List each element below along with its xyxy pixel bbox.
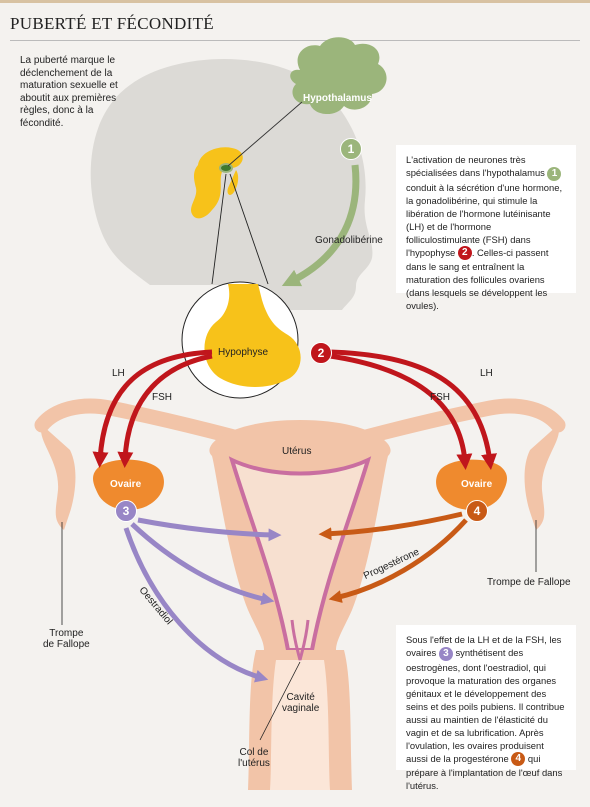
box2-badge-4: 4 bbox=[511, 752, 525, 766]
label-fsh-right: FSH bbox=[430, 392, 450, 403]
label-trompe-right: Trompe de Fallope bbox=[487, 577, 571, 588]
intro-text: La puberté marque le déclenchement de la… bbox=[20, 55, 130, 130]
fimbriae-left bbox=[41, 425, 75, 530]
fimbriae-right bbox=[525, 425, 559, 530]
label-hypophyse: Hypophyse bbox=[218, 347, 268, 358]
box1-badge-1: 1 bbox=[547, 167, 561, 181]
vaginal-cavity bbox=[270, 660, 330, 790]
info-box-ovaries: Sous l'effet de la LH et de la FSH, les … bbox=[396, 625, 576, 770]
number-badge-1: 1 bbox=[340, 138, 362, 160]
number-badge-4: 4 bbox=[466, 500, 488, 522]
label-cavite-line2: vaginale bbox=[282, 703, 319, 714]
box1-text-part1: L'activation de neurones très spécialisé… bbox=[406, 154, 545, 178]
number-badge-3: 3 bbox=[115, 500, 137, 522]
label-hypothalamus: Hypothalamus bbox=[303, 93, 372, 104]
label-trompe-left-line1: Trompe bbox=[43, 628, 90, 639]
label-lh-right: LH bbox=[480, 368, 493, 379]
label-cavite: Cavité vaginale bbox=[282, 692, 319, 714]
label-uterus: Utérus bbox=[282, 446, 311, 457]
label-trompe-left-line2: de Fallope bbox=[43, 639, 90, 650]
box2-badge-3: 3 bbox=[439, 647, 453, 661]
box2-text-part2: synthétisent des oestrogènes, dont l'oes… bbox=[406, 647, 564, 764]
info-box-hypothalamus: L'activation de neurones très spécialisé… bbox=[396, 145, 576, 293]
label-ovaire-left: Ovaire bbox=[110, 479, 141, 490]
label-fsh-left: FSH bbox=[152, 392, 172, 403]
label-trompe-left: Trompe de Fallope bbox=[43, 628, 90, 650]
label-col-line1: Col de bbox=[238, 747, 270, 758]
label-cavite-line1: Cavité bbox=[282, 692, 319, 703]
label-gonadoliberine: Gonadolibérine bbox=[315, 235, 383, 246]
hypothalamus-spot bbox=[220, 164, 232, 172]
label-col: Col de l'utérus bbox=[238, 747, 270, 769]
box1-badge-2: 2 bbox=[458, 246, 472, 260]
label-col-line2: l'utérus bbox=[238, 758, 270, 769]
label-lh-left: LH bbox=[112, 368, 125, 379]
label-ovaire-right: Ovaire bbox=[461, 479, 492, 490]
number-badge-2: 2 bbox=[310, 342, 332, 364]
